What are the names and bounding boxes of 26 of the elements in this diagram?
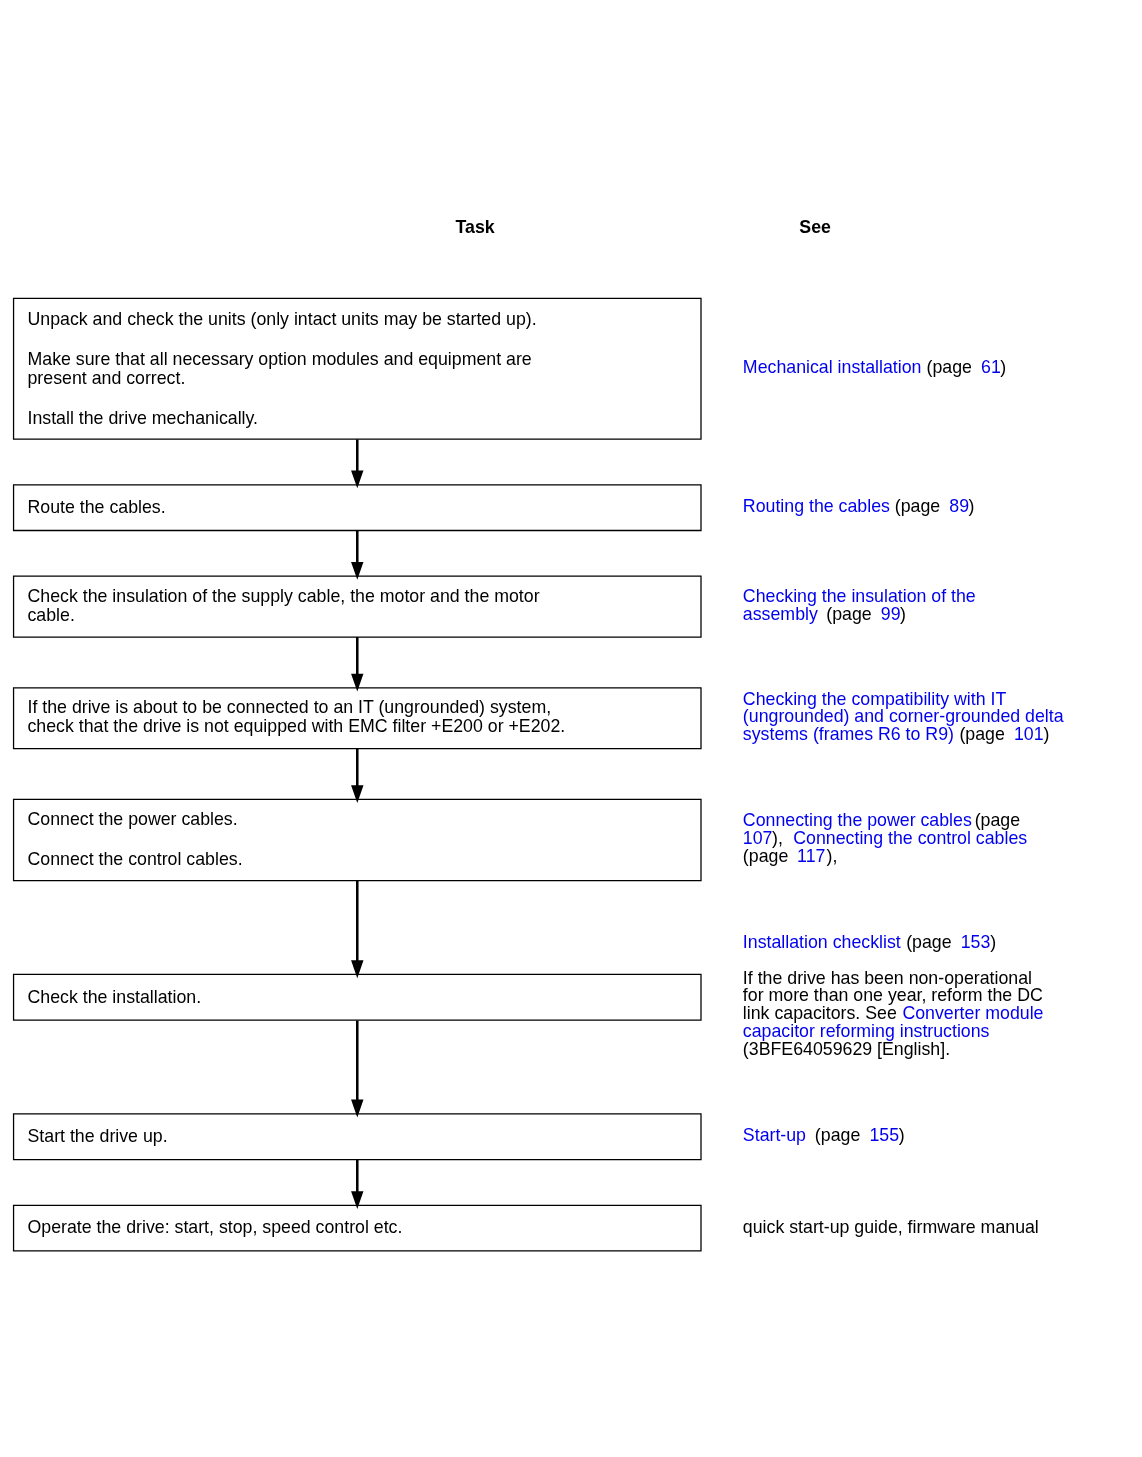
node-box: Route the cables. [12,483,702,531]
label: Task [455,216,495,237]
arrow [351,1159,364,1209]
arrow [351,880,364,978]
node-label: Installation checklist (page 153) [742,931,997,952]
arrow [351,1020,364,1117]
node-label: Routing the cables (page 89) [742,495,975,516]
node-label: Checking the compatibility with IT (ungrounded) and corner-grounded delta systems (frames R6 to R9) (page 101) [742,688,1064,744]
node-label: Checking the insulation of the assembly (page 99) [742,585,976,624]
node-box: If the drive is about to be connected to an IT (ungrounded) system, check that the drive is not equipped with EMC filter +E200 or +E202. [12,686,702,749]
arrow [351,530,364,580]
label: See [799,216,831,237]
node-label: quick start-up guide, firmware manual [742,1216,1039,1237]
node-label: Connecting the power cables (page 107), Connecting the control cables (page 117), [742,809,1028,866]
arrow [351,636,364,691]
node-box: Operate the drive: start, stop, speed control etc. [12,1204,702,1252]
node-label: If the drive has been non-operational for more than one year, reform the DC link capacitors. See Converter module capacitor reforming instructions (3BFE64059629 [English]. [742,967,1044,1059]
node-label: Mechanical installation (page 61) [742,356,1007,377]
arrow [351,748,364,803]
node-box: Start the drive up. [12,1112,702,1160]
node-label: Start-up (page 155) [742,1124,905,1145]
node-box: Unpack and check the units (only intact units may be started up). Make sure that all necessary option modules and equipment are present and correct. Install the drive mechanically. [12,297,702,440]
arrow [351,438,364,488]
node-box: Check the installation. [12,973,702,1021]
node-box: Connect the power cables. Connect the control cables. [12,798,702,881]
node-box: Check the insulation of the supply cable, the motor and the motor cable. [12,575,702,638]
